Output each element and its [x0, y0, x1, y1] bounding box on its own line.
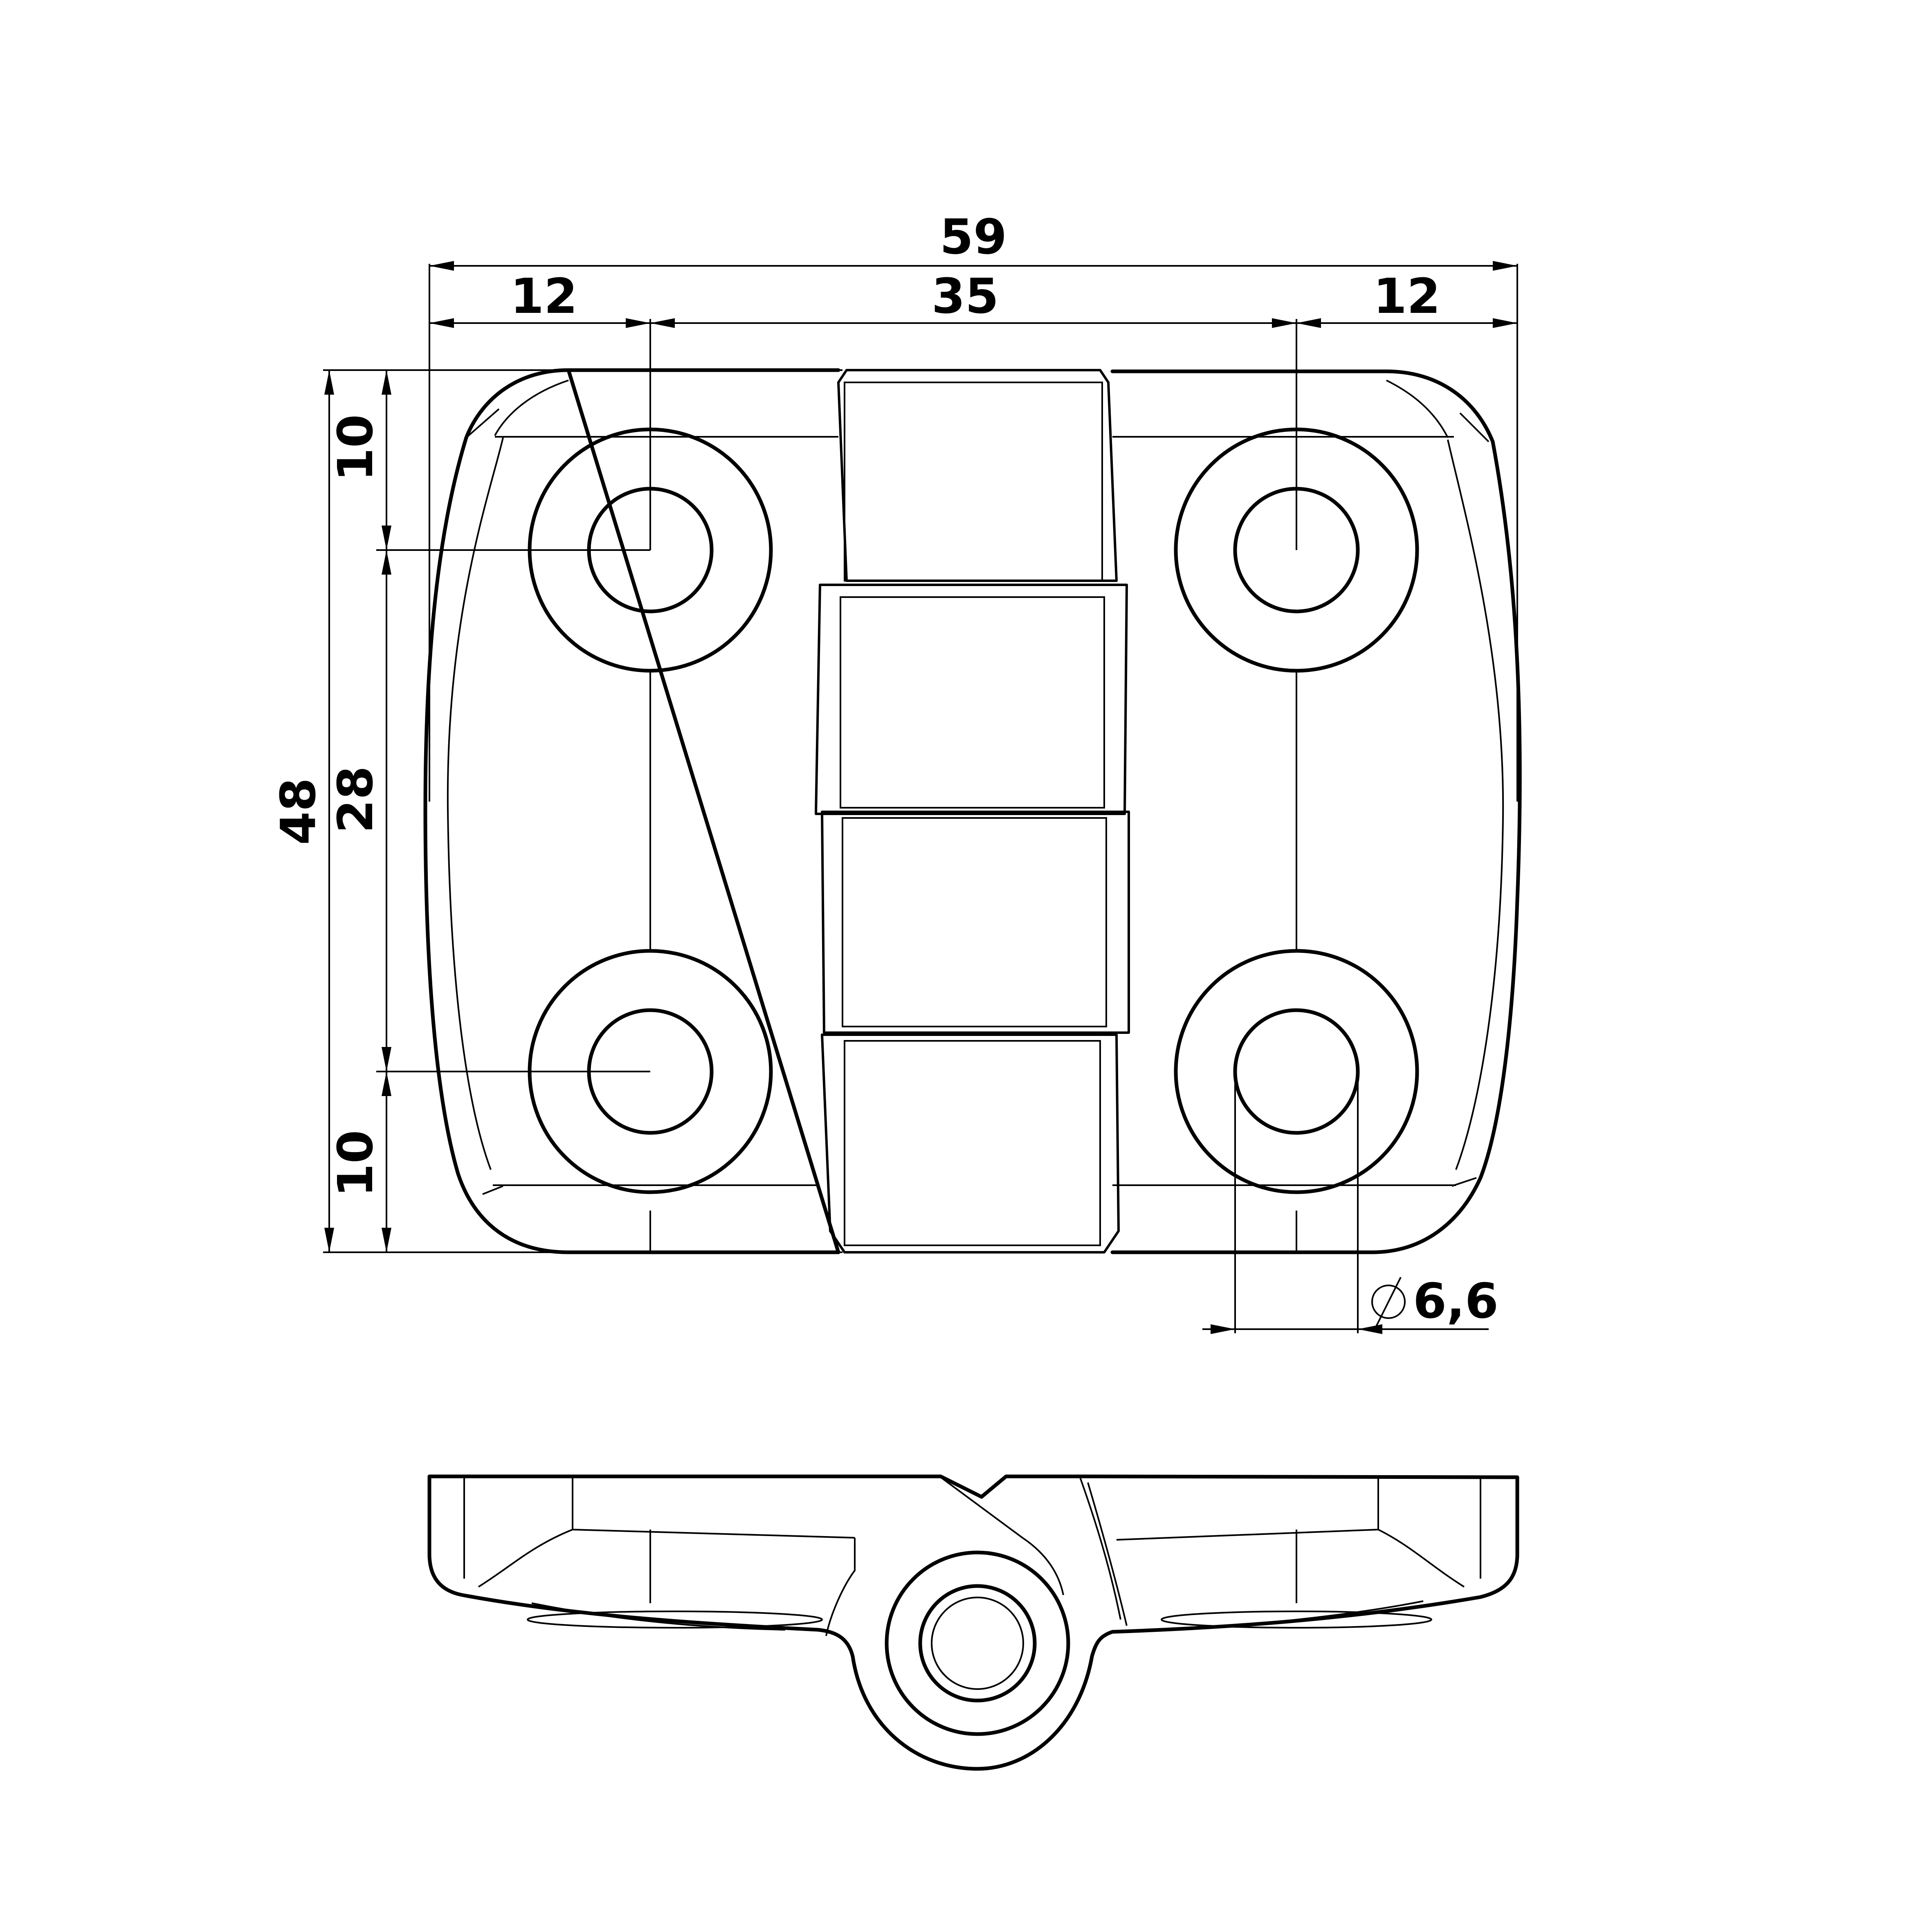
dimensions: 59 12 35 12 48 10 28 10 — [270, 209, 1518, 1334]
arrow-overall-height-top — [324, 370, 334, 395]
arrow-left-offset-left — [429, 318, 454, 328]
arrow-spacing-left — [650, 318, 675, 328]
knuckle-3-face — [842, 817, 1107, 1027]
arrow-diameter-right — [1358, 1324, 1382, 1334]
side-view-inner-edges — [463, 1476, 1481, 1636]
arrow-left-offset-right — [626, 318, 650, 328]
hinge-knuckles — [815, 369, 1130, 1254]
knuckle-1-face — [844, 382, 1103, 582]
dim-top-hole-offset: 10 — [327, 414, 384, 481]
hinge-pin-barrel — [885, 1550, 1070, 1736]
arrow-top-offset-bottom — [382, 526, 391, 550]
side-view-slot-right — [1161, 1611, 1432, 1629]
dim-left-hole-offset: 12 — [510, 268, 577, 324]
arrow-right-offset-right — [1493, 318, 1517, 328]
arrow-top-offset-top — [382, 370, 391, 395]
dim-overall-width: 59 — [940, 209, 1007, 265]
dim-overall-height: 48 — [270, 778, 326, 845]
hinge-side-view — [427, 1474, 1519, 1771]
arrow-diameter-left — [1211, 1324, 1235, 1334]
knuckle-1 — [837, 369, 1118, 582]
arrow-overall-width-right — [1493, 261, 1517, 271]
hinge-pin-inner — [931, 1597, 1024, 1690]
arrow-bottom-offset-top — [382, 1072, 391, 1096]
arrow-right-offset-left — [1296, 318, 1321, 328]
hole-boss-bottom-right — [1174, 949, 1419, 1194]
arrow-vspacing-top — [382, 550, 391, 575]
arrow-bottom-offset-bottom — [382, 1228, 391, 1252]
hinge-top-view — [423, 368, 1522, 1254]
arrow-overall-width-left — [429, 261, 454, 271]
arrow-vspacing-bottom — [382, 1047, 391, 1072]
knuckle-4-face — [844, 1040, 1101, 1246]
hinge-pin-outer — [918, 1584, 1037, 1703]
arrow-overall-height-bottom — [324, 1228, 334, 1252]
knuckle-4 — [821, 1033, 1120, 1254]
dim-bottom-hole-offset: 10 — [327, 1130, 384, 1197]
knuckle-2-face — [840, 596, 1105, 809]
hinge-chamfer-edge — [447, 380, 1504, 1195]
knuckle-2 — [815, 584, 1128, 815]
hole-bottom-right — [1233, 1008, 1360, 1135]
dim-hole-spacing-vertical: 28 — [327, 766, 384, 833]
dim-hole-spacing-horizontal: 35 — [932, 268, 999, 324]
arrow-spacing-right — [1272, 318, 1296, 328]
diameter-symbol-icon — [1371, 1277, 1406, 1327]
dim-right-hole-offset: 12 — [1373, 268, 1440, 324]
dim-hole-diameter: 6,6 — [1413, 1273, 1498, 1329]
side-view-slot-left — [527, 1611, 823, 1629]
side-view-outline — [427, 1474, 1519, 1771]
knuckle-3 — [821, 811, 1130, 1034]
